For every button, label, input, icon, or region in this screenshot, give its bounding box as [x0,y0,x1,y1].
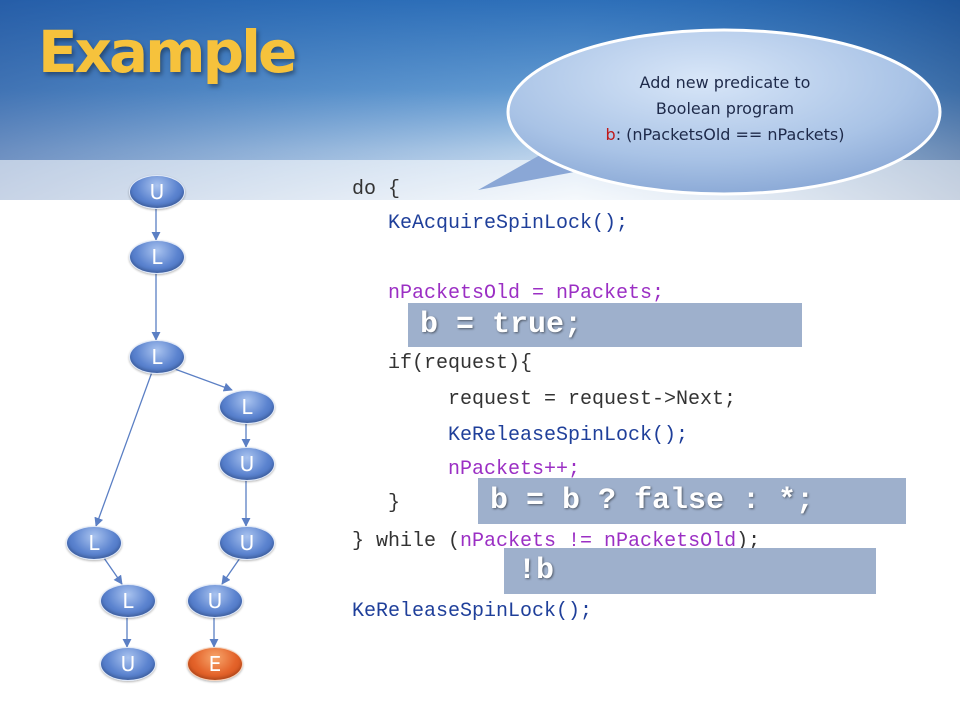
tree-node-8: L [100,584,156,618]
edge-l2-l4 [94,371,153,527]
code-acquire-lock: KeAcquireSpinLock(); [388,212,629,235]
tree-node-3: L [129,340,185,374]
while-suffix: ); [736,530,761,553]
code-release-final: KeReleaseSpinLock(); [352,600,593,623]
edge-l2-l3 [171,367,233,392]
tree-node-7: U [219,526,275,560]
tree-node-10: U [100,647,156,681]
while-condition: nPackets != nPacketsOld [460,530,737,553]
overlay-b-update: b = b ? false : *; [478,478,906,524]
tree-node-5: U [219,447,275,481]
tree-edges [94,207,251,648]
predicate-name: b [605,125,616,144]
tree-node-1: U [129,175,185,209]
callout-line-3: b: (nPacketsOld == nPackets) [540,122,910,148]
code-if-request: if(request){ [388,352,533,375]
tree-node-2: L [129,240,185,274]
overlay-b-true: b = true; [408,303,802,347]
code-assign-old: nPacketsOld = nPackets; [388,282,665,305]
code-increment: nPackets++; [448,458,581,481]
callout-line-2: Boolean program [655,99,795,118]
code-do-open: do { [352,178,401,201]
predicate-definition: : (nPacketsOld == nPackets) [615,125,845,144]
callout-line-1: Add new predicate to [639,73,811,92]
callout-text: Add new predicate to Boolean program b: … [540,70,910,148]
slide-title: Example [38,18,297,86]
code-while: } while (nPackets != nPacketsOld); [352,530,760,554]
tree-node-6: L [66,526,122,560]
code-release-inner: KeReleaseSpinLock(); [448,424,689,447]
callout-bubble [506,28,942,196]
edge-l4-l5 [103,557,123,585]
code-close-if: } [388,492,401,515]
tree-node-4: L [219,390,275,424]
code-request-next: request = request->Next; [448,388,737,411]
overlay-not-b: !b [504,548,876,594]
tree-node-9: U [187,584,243,618]
while-prefix: } while ( [352,530,461,553]
tree-node-error: E [187,647,243,681]
edge-u3-u4 [221,557,241,585]
